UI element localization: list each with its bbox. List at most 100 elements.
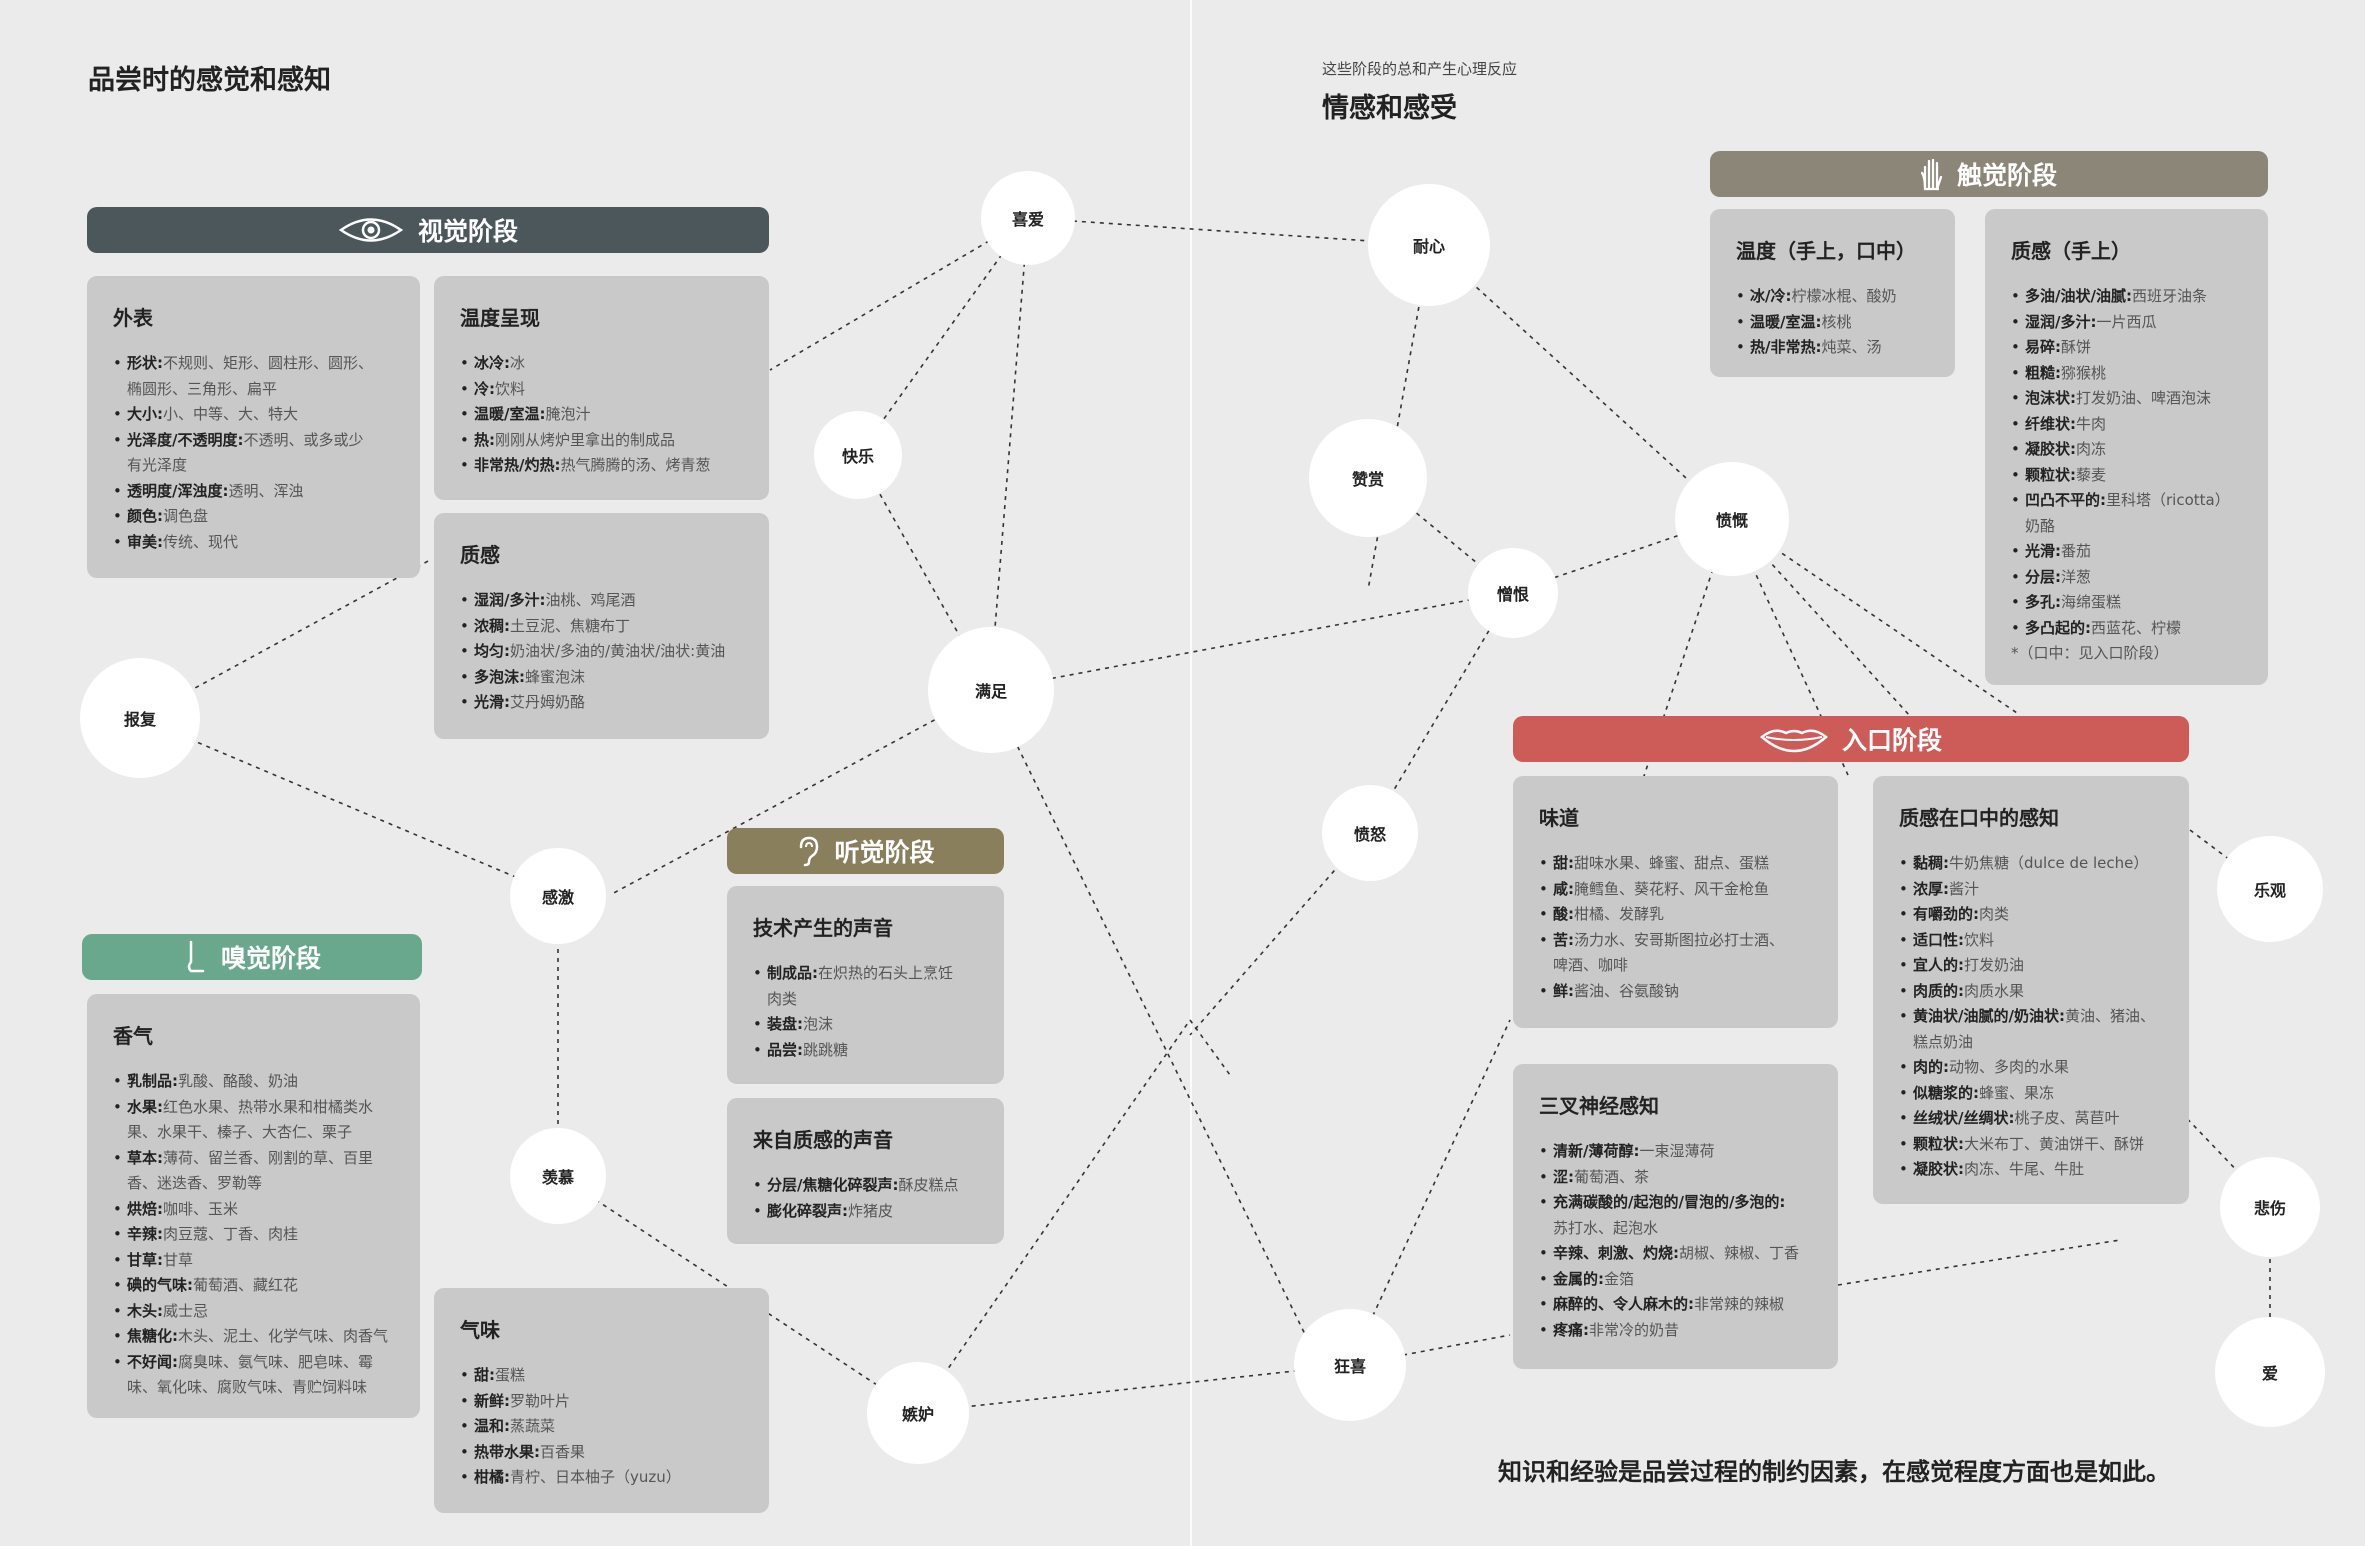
item-value: 蜂蜜、果冻 bbox=[1979, 1083, 2055, 1102]
item-value: 牛奶焦糖（dulce de leche） bbox=[1949, 854, 2149, 872]
list-item: 似糖浆的:蜂蜜、果冻 bbox=[1899, 1081, 2189, 1107]
item-key: 颜色: bbox=[127, 507, 163, 525]
list-item: 品尝:跳跳糖 bbox=[753, 1038, 1004, 1064]
item-key: 多泡沫: bbox=[474, 667, 525, 686]
list-item: 凝胶状:肉冻、牛尾、牛肚 bbox=[1899, 1157, 2189, 1183]
emotion-node-leguan: 乐观 bbox=[2217, 836, 2323, 942]
item-key: 充满碳酸的/起泡的/冒泡的/多泡的: bbox=[1553, 1193, 1786, 1211]
item-value: 非常辣的辣椒 bbox=[1694, 1295, 1785, 1313]
item-value: 调色盘 bbox=[163, 507, 209, 525]
item-key: 纤维状: bbox=[2025, 414, 2076, 433]
item-value: 炖菜、汤 bbox=[1821, 338, 1882, 356]
list-item: 颜色:调色盘 bbox=[113, 504, 420, 530]
item-value: 威士忌 bbox=[163, 1301, 209, 1320]
item-key: 泡沫状: bbox=[2025, 389, 2076, 407]
item-key: 草本: bbox=[127, 1148, 163, 1167]
list-item: 湿润/多汁:油桃、鸡尾酒 bbox=[460, 588, 769, 614]
item-key: 凝胶状: bbox=[1913, 1160, 1964, 1178]
item-key: 苦: bbox=[1553, 930, 1574, 949]
item-key: 肉的: bbox=[1913, 1058, 1949, 1076]
item-key: 丝绒状/丝绸状: bbox=[1913, 1109, 2015, 1127]
aroma-card: 香气 乳制品:乳酸、酪酸、奶油水果:红色水果、热带水果和柑橘类水果、水果干、榛子… bbox=[87, 994, 420, 1418]
list-item: 温和:蒸蔬菜 bbox=[460, 1414, 769, 1440]
item-value: 腐臭味、氨气味、肥皂味、霉 bbox=[178, 1352, 374, 1371]
list-item: 形状:不规则、矩形、圆柱形、圆形、 bbox=[113, 351, 420, 377]
trigeminal-card: 三叉神经感知 清新/薄荷醇:一束湿薄荷涩:葡萄酒、茶充满碳酸的/起泡的/冒泡的/… bbox=[1513, 1064, 1838, 1369]
item-value: 有光泽度 bbox=[127, 456, 188, 474]
touch-texture-card: 质感（手上） 多油/油状/油腻:西班牙油条湿润/多汁:一片西瓜易碎:酥饼粗糙:猕… bbox=[1985, 209, 2268, 685]
item-key: 水果: bbox=[127, 1097, 163, 1116]
item-key: 易碎: bbox=[2025, 338, 2061, 356]
item-key: 甜: bbox=[1553, 854, 1574, 872]
touch-temperature-title: 温度（手上，口中） bbox=[1736, 239, 1916, 263]
item-value: 葡萄酒、茶 bbox=[1574, 1167, 1650, 1186]
item-key: 不好闻: bbox=[127, 1352, 178, 1371]
item-value: 核桃 bbox=[1821, 312, 1852, 331]
item-key: 涩: bbox=[1553, 1167, 1574, 1186]
emotion-node-xiai: 喜爱 bbox=[981, 171, 1075, 265]
visual-texture-card: 质感 湿润/多汁:油桃、鸡尾酒浓稠:土豆泥、焦糖布丁均匀:奶油状/多油的/黄油状… bbox=[434, 513, 769, 739]
trigeminal-title: 三叉神经感知 bbox=[1539, 1094, 1659, 1118]
list-item: 不好闻:腐臭味、氨气味、肥皂味、霉 bbox=[113, 1350, 420, 1376]
emotion-node-baofu: 报复 bbox=[80, 658, 200, 778]
list-item: 甜:甜味水果、蜂蜜、甜点、蛋糕 bbox=[1539, 851, 1838, 877]
item-key: 木头: bbox=[127, 1301, 163, 1320]
list-item: 热/非常热:炖菜、汤 bbox=[1736, 335, 1955, 361]
item-value: 藜麦 bbox=[2076, 465, 2107, 484]
list-item: 浓厚:酱汁 bbox=[1899, 877, 2189, 903]
list-item: 疼痛:非常冷的奶昔 bbox=[1539, 1318, 1838, 1344]
item-key: 甜: bbox=[474, 1366, 495, 1384]
list-item: 金属的:金箔 bbox=[1539, 1267, 1838, 1293]
item-key: 分层: bbox=[2025, 567, 2061, 586]
list-item: 制成品:在炽热的石头上烹饪 bbox=[753, 961, 1004, 987]
item-value: 冰 bbox=[510, 354, 526, 372]
odor-card: 气味 甜:蛋糕新鲜:罗勒叶片温和:蒸蔬菜热带水果:百香果柑橘:青柠、日本柚子（y… bbox=[434, 1288, 769, 1513]
list-item: 温暖/室温:核桃 bbox=[1736, 310, 1955, 336]
mouthfeel-title: 质感在口中的感知 bbox=[1899, 806, 2059, 830]
list-item: 浓稠:土豆泥、焦糖布丁 bbox=[460, 614, 769, 640]
list-item: 碘的气味:葡萄酒、藏红花 bbox=[113, 1273, 420, 1299]
item-key: 制成品: bbox=[767, 964, 818, 982]
item-key: 麻醉的、令人麻木的: bbox=[1553, 1295, 1694, 1313]
list-item: 湿润/多汁:一片西瓜 bbox=[2011, 310, 2268, 336]
item-value: 油桃、鸡尾酒 bbox=[545, 591, 636, 609]
item-key: 热: bbox=[474, 430, 495, 449]
item-key: 均匀: bbox=[474, 642, 510, 660]
item-key: 形状: bbox=[127, 354, 163, 372]
touch-texture-list: 多油/油状/油腻:西班牙油条湿润/多汁:一片西瓜易碎:酥饼粗糙:猕猴桃泡沫状:打… bbox=[2011, 284, 2268, 641]
item-key: 新鲜: bbox=[474, 1391, 510, 1410]
item-value: 肉豆蔻、丁香、肉桂 bbox=[163, 1225, 299, 1243]
touch-temperature-list: 冰/冷:柠檬冰棍、酸奶温暖/室温:核桃热/非常热:炖菜、汤 bbox=[1736, 284, 1955, 361]
item-value: 泡沫 bbox=[803, 1015, 834, 1033]
item-value: 苏打水、起泡水 bbox=[1553, 1218, 1659, 1237]
item-value: 红色水果、热带水果和柑橘类水 bbox=[163, 1097, 374, 1116]
item-value: 柠檬冰棍、酸奶 bbox=[1791, 287, 1897, 305]
list-item: 肉类 bbox=[753, 987, 1004, 1013]
list-item: 鲜:酱油、谷氨酸钠 bbox=[1539, 979, 1838, 1005]
list-item: 多凸起的:西蓝花、柠檬 bbox=[2011, 616, 2268, 642]
emotion-node-zenghen: 憎恨 bbox=[1468, 548, 1558, 638]
item-value: 大米布丁、黄油饼干、酥饼 bbox=[1964, 1134, 2145, 1153]
item-key: 黏稠: bbox=[1913, 854, 1949, 872]
item-value: 腌鳕鱼、葵花籽、风干金枪鱼 bbox=[1574, 879, 1770, 898]
item-value: 海绵蛋糕 bbox=[2061, 593, 2122, 611]
list-item: 黏稠:牛奶焦糖（dulce de leche） bbox=[1899, 851, 2189, 877]
list-item: 泡沫状:打发奶油、啤酒泡沫 bbox=[2011, 386, 2268, 412]
texture-sound-list: 分层/焦糖化碎裂声:酥皮糕点膨化碎裂声:炸猪皮 bbox=[753, 1173, 1004, 1224]
list-item: 大小:小、中等、大、特大 bbox=[113, 402, 420, 428]
list-item: 柑橘:青柠、日本柚子（yuzu） bbox=[460, 1465, 769, 1491]
item-key: 焦糖化: bbox=[127, 1327, 178, 1345]
item-key: 浓厚: bbox=[1913, 879, 1949, 898]
list-item: 甜:蛋糕 bbox=[460, 1363, 769, 1389]
item-value: 不透明、或多或少 bbox=[243, 430, 364, 449]
touch-texture-title: 质感（手上） bbox=[2011, 239, 2131, 263]
item-value: 炸猪皮 bbox=[848, 1201, 894, 1220]
appearance-list: 形状:不规则、矩形、圆柱形、圆形、椭圆形、三角形、扁平大小:小、中等、大、特大光… bbox=[113, 351, 420, 555]
item-value: 汤力水、安哥斯图拉必打士酒、 bbox=[1574, 930, 1785, 949]
item-value: 青柠、日本柚子（yuzu） bbox=[510, 1468, 681, 1486]
appearance-card: 外表 形状:不规则、矩形、圆柱形、圆形、椭圆形、三角形、扁平大小:小、中等、大、… bbox=[87, 276, 420, 578]
item-value: 土豆泥、焦糖布丁 bbox=[510, 616, 631, 635]
list-item: 均匀:奶油状/多油的/黄油状/油状:黄油 bbox=[460, 639, 769, 665]
emotion-node-fenkai: 愤慨 bbox=[1675, 462, 1789, 576]
emotion-node-ganji: 感激 bbox=[510, 848, 606, 944]
